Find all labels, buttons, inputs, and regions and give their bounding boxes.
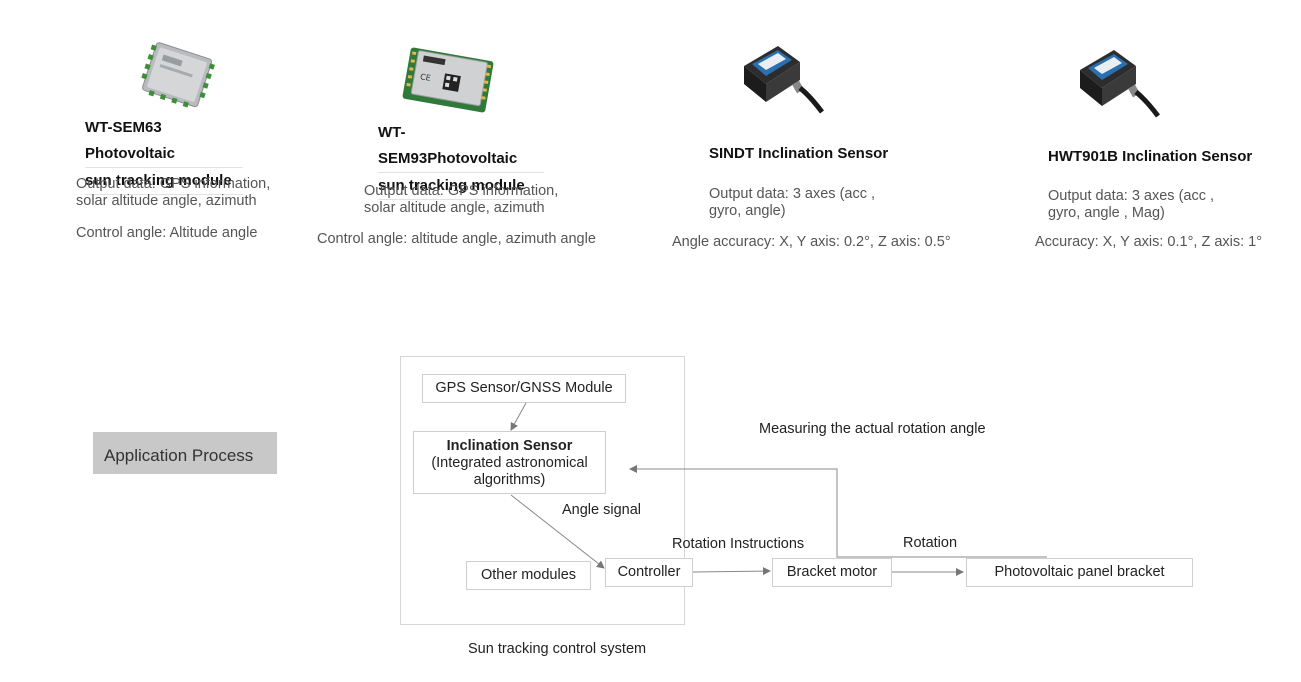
measuring-label: Measuring the actual rotation angle (759, 421, 986, 437)
arrow-sensor-to-controller (510, 494, 605, 569)
desc-line: solar altitude angle, azimuth (76, 193, 257, 209)
application-process-label: Application Process (93, 432, 277, 474)
desc-line: Control angle: altitude angle, azimuth a… (317, 231, 596, 247)
inclination-sensor-subtitle: algorithms) (473, 472, 546, 488)
product-title: HWT901B Inclination Sensor (1048, 148, 1253, 165)
desc-line: Output data: GPS information, (364, 183, 559, 199)
other-modules-box: Other modules (466, 561, 591, 590)
controller-box: Controller (605, 558, 693, 587)
desc-line: Angle accuracy: X, Y axis: 0.2°, Z axis:… (672, 234, 951, 250)
product-title-line: WT-SEM63 Photovoltaic (85, 115, 243, 168)
svg-text:CE: CE (419, 72, 431, 83)
product-title-line: WT-SEM93Photovoltaic (378, 120, 544, 173)
rotation-instructions-label: Rotation Instructions (672, 536, 805, 552)
product-title-line: sun tracking module (85, 168, 243, 195)
desc-line: Output data: 3 axes (acc , (1048, 188, 1215, 204)
product-description: Output data: GPS information, solar alti… (364, 183, 558, 217)
gps-module-chip-icon (141, 42, 215, 108)
product-title: WT-SEM93Photovoltaic sun tracking module (378, 120, 544, 200)
inclination-sensor-icon (744, 46, 824, 114)
arrow-controller-to-motor (692, 567, 771, 576)
product-title: SINDT Inclination Sensor (709, 145, 889, 162)
inclination-sensor-subtitle: (Integrated astronomical (431, 455, 588, 471)
rotation-label: Rotation (903, 535, 958, 551)
inclination-sensor-title: Inclination Sensor (446, 438, 573, 454)
product-description: Output data: 3 axes (acc , gyro, angle) (709, 186, 875, 220)
pcb-module-icon: CE (402, 47, 494, 113)
desc-line: Output data: GPS information, (76, 176, 271, 192)
pv-bracket-box: Photovoltaic panel bracket (966, 558, 1193, 587)
product-title: WT-SEM63 Photovoltaic sun tracking modul… (85, 115, 243, 195)
arrow-gps-to-sensor (510, 402, 527, 431)
product-title-line: sun tracking module (378, 173, 544, 200)
gps-module-box: GPS Sensor/GNSS Module (422, 374, 626, 403)
desc-line: gyro, angle , Mag) (1048, 205, 1165, 221)
system-caption: Sun tracking control system (468, 641, 647, 657)
bracket-motor-box: Bracket motor (772, 558, 892, 587)
feedback-arrow (629, 465, 1047, 558)
desc-line: Accuracy: X, Y axis: 0.1°, Z axis: 1° (1035, 234, 1263, 250)
inclination-sensor-icon (1080, 50, 1160, 118)
inclination-sensor-box: Inclination Sensor (Integrated astronomi… (413, 431, 606, 494)
desc-line: solar altitude angle, azimuth (364, 200, 545, 216)
product-description: Output data: 3 axes (acc , gyro, angle ,… (1048, 188, 1214, 222)
system-boundary (400, 356, 685, 625)
desc-line: Output data: 3 axes (acc , (709, 186, 876, 202)
product-description: Output data: GPS information, solar alti… (76, 176, 270, 242)
angle-signal-label: Angle signal (562, 502, 641, 518)
desc-line: Control angle: Altitude angle (76, 225, 258, 241)
desc-line: gyro, angle) (709, 203, 786, 219)
